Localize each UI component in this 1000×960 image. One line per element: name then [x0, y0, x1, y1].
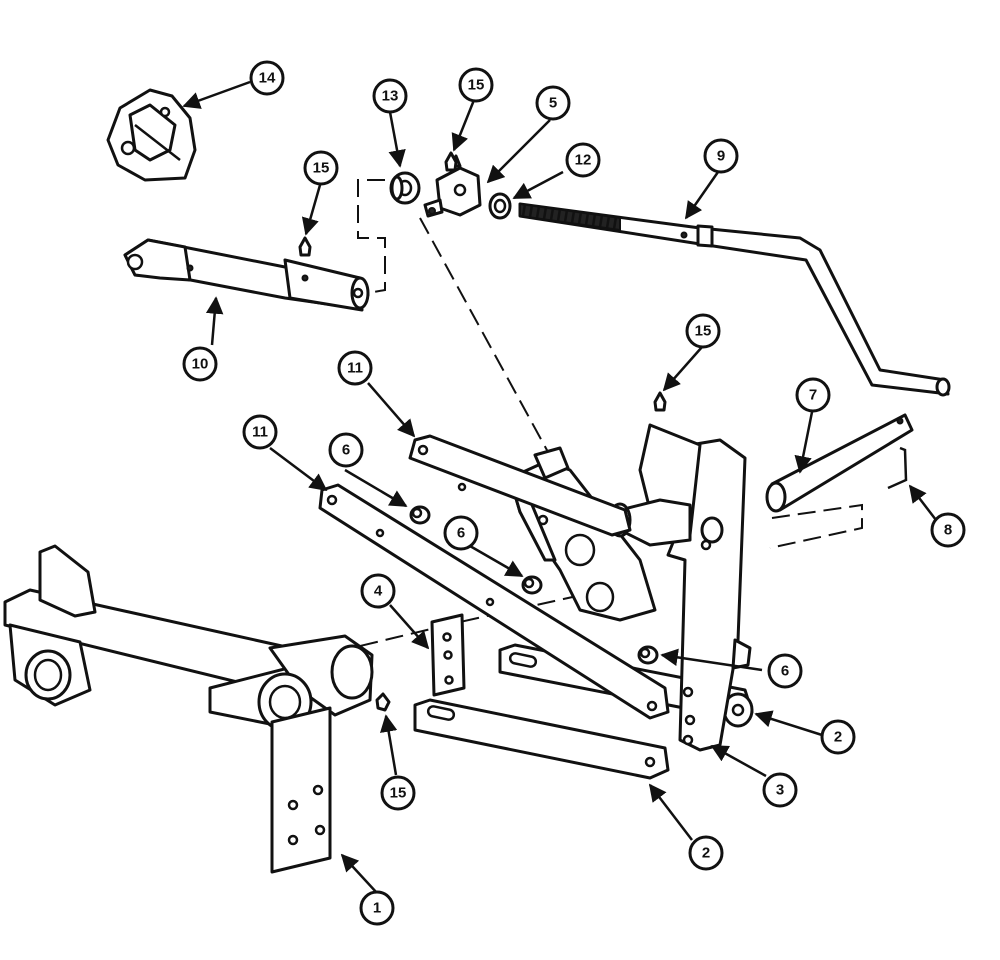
part-14-clevis	[106, 88, 197, 182]
callout-9: 9	[703, 138, 739, 174]
callout-13: 13	[372, 78, 408, 114]
svg-text:4: 4	[374, 583, 383, 600]
svg-text:9: 9	[717, 148, 725, 165]
callout-2: 2	[820, 719, 856, 755]
callout-11: 11	[337, 350, 373, 386]
part-15-grease-fittings	[298, 151, 667, 712]
svg-text:12: 12	[575, 152, 592, 169]
svg-text:6: 6	[457, 525, 465, 542]
part-8-clip	[887, 446, 908, 490]
svg-text:5: 5	[549, 95, 557, 112]
callout-4: 4	[360, 573, 396, 609]
svg-text:15: 15	[468, 77, 485, 94]
callout-5: 5	[535, 85, 571, 121]
svg-text:1: 1	[373, 900, 381, 917]
callout-12: 12	[565, 142, 601, 178]
svg-text:11: 11	[252, 424, 268, 441]
part-11-link-bars	[318, 434, 670, 720]
svg-text:2: 2	[702, 845, 710, 862]
svg-text:15: 15	[390, 785, 407, 802]
callout-2: 2	[688, 835, 724, 871]
callout-3: 3	[762, 772, 798, 808]
callout-15: 15	[458, 67, 494, 103]
callout-15: 15	[380, 775, 416, 811]
svg-text:15: 15	[313, 160, 330, 177]
part-7-pin	[765, 413, 914, 513]
svg-text:7: 7	[809, 387, 817, 404]
svg-text:6: 6	[781, 663, 789, 680]
part-12-washer	[488, 192, 512, 220]
callout-1: 1	[359, 890, 395, 926]
callout-15: 15	[685, 313, 721, 349]
callout-7: 7	[795, 377, 831, 413]
part-1-lower-frame	[3, 544, 374, 874]
callout-14: 14	[249, 60, 285, 96]
callout-6: 6	[443, 515, 479, 551]
svg-text:10: 10	[192, 356, 209, 373]
part-4-plate	[430, 613, 466, 697]
part-9-threaded-shaft	[518, 202, 951, 397]
svg-text:14: 14	[259, 70, 276, 87]
svg-text:2: 2	[834, 729, 842, 746]
callout-6: 6	[328, 432, 364, 468]
callout-8: 8	[930, 512, 966, 548]
thread-marks	[521, 203, 618, 230]
svg-text:8: 8	[944, 522, 952, 539]
svg-text:13: 13	[382, 88, 399, 105]
leader-arrows	[182, 80, 937, 894]
part-10-adjustable-link	[123, 238, 370, 312]
callout-11: 11	[242, 414, 278, 450]
callout-15: 15	[303, 150, 339, 186]
svg-text:11: 11	[347, 360, 363, 377]
part-6-bushings	[409, 505, 659, 665]
svg-text:15: 15	[695, 323, 712, 340]
svg-text:6: 6	[342, 442, 350, 459]
part-13-bushing	[389, 171, 421, 205]
callout-6: 6	[767, 653, 803, 689]
svg-text:3: 3	[776, 782, 784, 799]
callout-10: 10	[182, 346, 218, 382]
